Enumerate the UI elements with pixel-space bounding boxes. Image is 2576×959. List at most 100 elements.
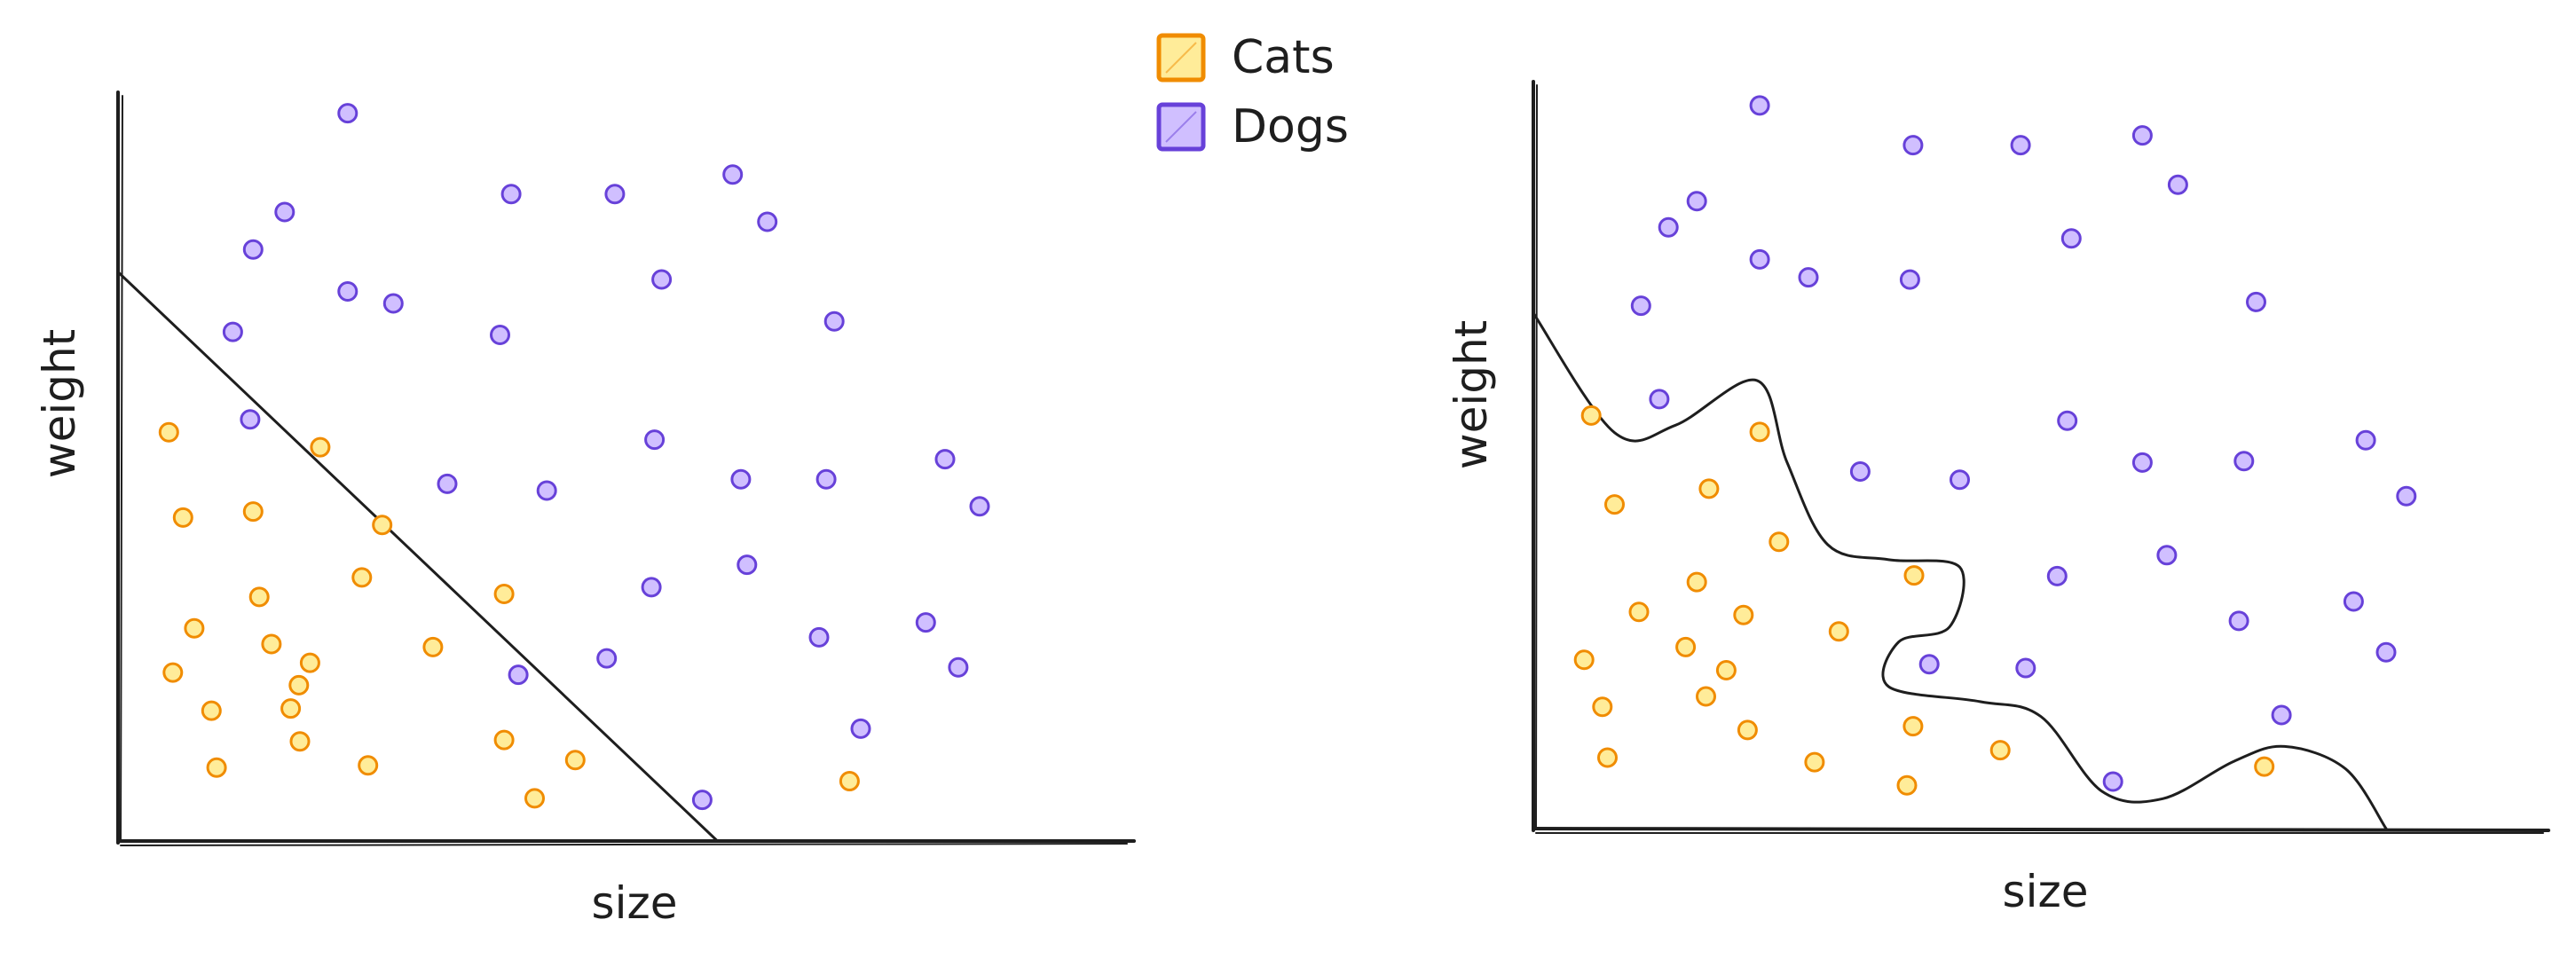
right-cats-point-17 <box>1896 774 1918 796</box>
right-dogs-point-10 <box>2167 174 2188 195</box>
left-cats-point-6 <box>248 586 270 608</box>
right-decision-boundary <box>1532 311 2388 830</box>
right-cats-point-21 <box>2254 756 2275 777</box>
right-cats-point-2 <box>1573 649 1595 671</box>
right-cats-point-5 <box>1698 478 1720 499</box>
right-cats-point-0 <box>1580 405 1602 426</box>
left-cats-point-20 <box>564 750 586 771</box>
left-dogs-point-14 <box>437 473 458 494</box>
left-dogs-point-28 <box>850 718 871 739</box>
left-dogs-point-29 <box>691 790 713 811</box>
right-x-axis-label: size <box>2003 866 2089 917</box>
left-dogs-point-17 <box>730 468 752 490</box>
left-x-axis-label: size <box>592 877 678 929</box>
right-dogs-point-6 <box>1798 267 1819 288</box>
right-cats-point-9 <box>1696 686 1716 707</box>
left-dogs-point-2 <box>242 239 264 260</box>
left-dogs-point-21 <box>641 577 662 598</box>
left-dogs-point-22 <box>737 554 758 576</box>
left-cats-point-18 <box>493 584 515 604</box>
left-dogs-point-27 <box>508 664 529 686</box>
right-dogs-point-21 <box>2046 565 2068 586</box>
right-dogs-point-1 <box>1686 191 1707 212</box>
left-cats-point-16 <box>358 755 379 776</box>
right-dogs-point-7 <box>1902 135 1924 156</box>
left-y-axis-label: weight <box>34 329 85 479</box>
right-x-axis <box>1532 827 2550 832</box>
right-cats-point-15 <box>1902 716 1924 737</box>
right-chart: size weight <box>1446 80 2550 917</box>
right-data-points <box>1573 95 2417 796</box>
right-dogs-point-18 <box>2233 451 2255 472</box>
left-cats-point-2 <box>184 617 205 639</box>
right-dogs-point-14 <box>1849 461 1871 482</box>
left-dogs-point-12 <box>490 325 510 345</box>
right-dogs-point-4 <box>1649 389 1670 410</box>
left-dogs-point-0 <box>337 103 358 124</box>
right-cats-point-16 <box>1989 740 2011 761</box>
legend-label-cats: Cats <box>1232 31 1335 84</box>
right-dogs-point-13 <box>2246 291 2266 312</box>
right-dogs-point-16 <box>2057 410 2078 431</box>
right-cats-point-7 <box>1715 660 1737 680</box>
right-cats-point-20 <box>1597 747 1618 768</box>
left-data-points <box>158 103 990 811</box>
right-dogs-point-29 <box>2102 771 2123 792</box>
right-dogs-point-5 <box>1749 248 1770 270</box>
left-dogs-point-10 <box>757 211 778 232</box>
left-cats-point-14 <box>351 567 373 588</box>
left-dogs-point-3 <box>222 321 243 342</box>
right-cats-point-8 <box>1733 604 1754 625</box>
left-y-axis-sketch <box>120 95 123 842</box>
right-cats-point-19 <box>1592 696 1613 718</box>
left-dogs-point-11 <box>651 269 673 290</box>
left-dogs-point-7 <box>500 184 522 205</box>
right-cats-point-3 <box>1628 601 1650 623</box>
right-dogs-point-15 <box>1950 469 1970 491</box>
left-dogs-point-25 <box>948 656 969 678</box>
legend-entry-dogs: Dogs <box>1156 100 1349 153</box>
left-dogs-point-8 <box>604 184 626 205</box>
right-dogs-point-24 <box>2343 591 2364 612</box>
right-dogs-point-9 <box>2131 125 2153 146</box>
left-cats-point-17 <box>422 636 444 657</box>
right-y-axis-sketch <box>1535 84 1538 829</box>
left-dogs-point-26 <box>596 648 618 669</box>
left-cats-point-21 <box>524 788 545 809</box>
left-x-axis-sketch <box>120 843 1128 846</box>
left-cats-point-15 <box>372 515 393 536</box>
right-dogs-point-22 <box>2156 545 2178 566</box>
right-dogs-point-25 <box>2375 641 2397 663</box>
left-cats-point-1 <box>172 507 193 528</box>
left-dogs-point-24 <box>915 612 936 633</box>
right-dogs-point-23 <box>2228 610 2249 632</box>
left-dogs-point-18 <box>815 468 837 490</box>
right-cats-point-14 <box>1903 565 1925 586</box>
left-cats-point-0 <box>158 421 179 443</box>
left-cats-point-10 <box>299 652 320 673</box>
right-dogs-point-11 <box>2060 228 2082 249</box>
right-dogs-point-20 <box>2396 485 2417 507</box>
right-dogs-point-8 <box>2010 135 2031 156</box>
legend-swatch-dogs-hatch <box>1165 111 1197 143</box>
left-dogs-point-5 <box>337 281 358 302</box>
right-cats-point-1 <box>1604 494 1625 515</box>
left-cats-point-9 <box>280 698 302 719</box>
left-dogs-point-4 <box>240 409 261 430</box>
legend-label-dogs: Dogs <box>1232 100 1349 153</box>
left-dogs-point-1 <box>274 201 295 223</box>
right-dogs-point-28 <box>2271 704 2292 726</box>
legend-swatch-cats-hatch <box>1165 42 1197 74</box>
right-dogs-point-26 <box>2015 657 2036 679</box>
left-dogs-point-16 <box>644 429 666 451</box>
right-dogs-point-17 <box>2131 452 2153 473</box>
right-cats-point-13 <box>1828 621 1849 642</box>
left-cats-point-4 <box>201 700 222 721</box>
left-dogs-point-15 <box>536 480 557 501</box>
right-cats-point-10 <box>1737 719 1758 741</box>
right-dogs-point-2 <box>1658 216 1679 238</box>
left-dogs-point-13 <box>823 310 845 332</box>
left-cats-point-11 <box>288 674 310 696</box>
left-cats-point-3 <box>162 662 184 683</box>
